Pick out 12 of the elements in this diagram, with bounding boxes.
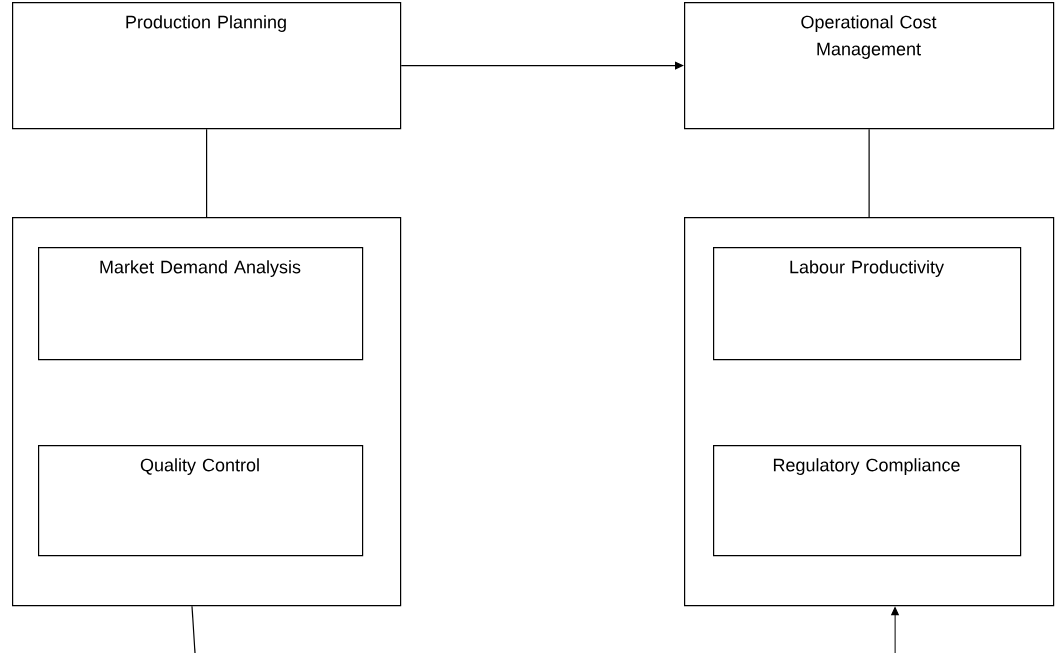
connector-line <box>206 128 208 218</box>
arrow <box>400 61 684 70</box>
process-box: Operational Cost Management <box>684 2 1055 130</box>
group-box <box>684 217 1055 607</box>
process-box: Quality Control <box>38 445 364 557</box>
process-box: Market Demand Analysis <box>38 247 364 361</box>
process-box: Production Planning <box>12 2 402 130</box>
connector-line <box>868 128 870 218</box>
process-box: Labour Productivity <box>713 247 1022 361</box>
process-box: Regulatory Compliance <box>713 445 1022 557</box>
group-box <box>12 217 402 607</box>
connector-line <box>191 605 196 653</box>
